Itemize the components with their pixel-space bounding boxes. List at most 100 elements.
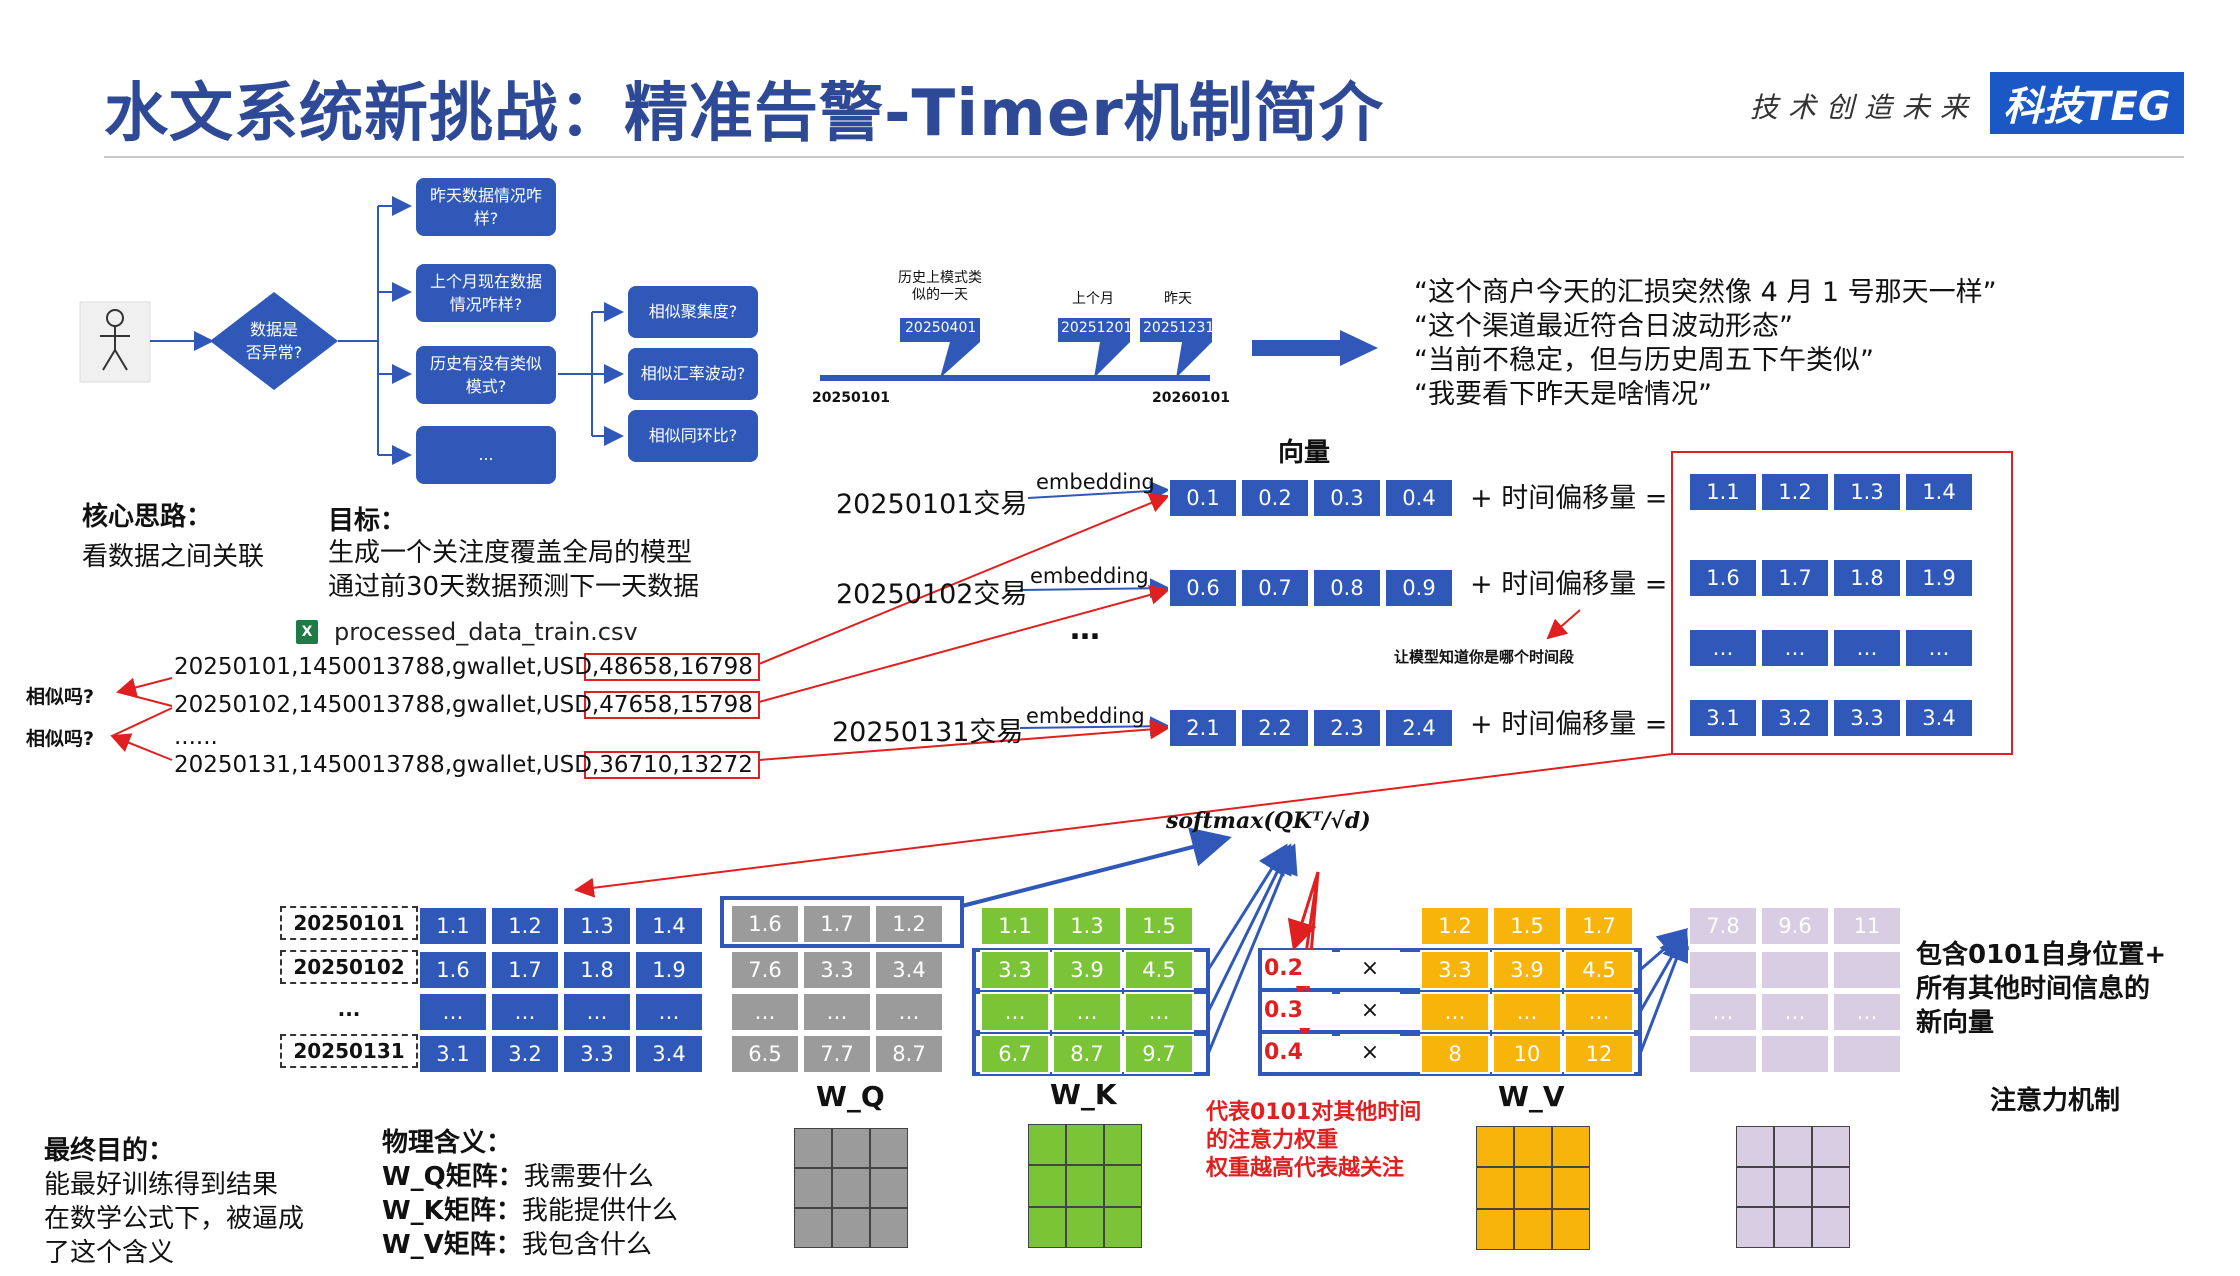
input-cell: 1.8 xyxy=(562,950,632,990)
times-sign: × xyxy=(1340,992,1400,1028)
v-cell: 4.5 xyxy=(1564,950,1634,990)
input-cell: … xyxy=(562,992,632,1032)
vector-cell: 0.2 xyxy=(1240,478,1310,518)
wv-matrix-icon xyxy=(1476,1126,1590,1250)
csv-filename: processed_data_train.csv xyxy=(334,618,638,646)
date-label: 20250102 xyxy=(280,950,418,984)
input-cell: 1.7 xyxy=(490,950,560,990)
q-cell: 7.7 xyxy=(802,1034,872,1074)
physics-line: W_V矩阵：我包含什么 xyxy=(382,1224,652,1261)
quote-line: “这个渠道最近符合日波动形态” xyxy=(1414,311,1793,342)
timeline-end: 20260101 xyxy=(1152,390,1230,406)
v-cell: … xyxy=(1492,992,1562,1032)
csv-row-value: 36710,13272 xyxy=(599,752,753,778)
input-cell: 1.2 xyxy=(490,906,560,946)
goal-line: 通过前30天数据预测下一天数据 xyxy=(328,572,700,602)
final-line: 在数学公式下，被逼成 xyxy=(44,1204,305,1234)
goal-heading: 目标： xyxy=(328,506,407,536)
vector-cell: 2.4 xyxy=(1384,708,1454,748)
similar-label: 相似吗? xyxy=(26,728,95,750)
csv-row-prefix: ...... xyxy=(174,724,218,750)
output-cell xyxy=(1688,950,1758,990)
transaction-label: 20250101交易 xyxy=(836,489,1028,520)
physics-key: W_Q矩阵： xyxy=(382,1162,524,1192)
v-cell: … xyxy=(1564,992,1634,1032)
timeline-start: 20250101 xyxy=(812,390,890,406)
q-cell: 3.3 xyxy=(802,950,872,990)
quote-line: “这个商户今天的汇损突然像 4 月 1 号那天一样” xyxy=(1414,277,1997,308)
q-cell: 1.2 xyxy=(874,904,944,944)
offset-vector-cell: 1.9 xyxy=(1904,558,1974,598)
times-sign: × xyxy=(1340,950,1400,986)
embedding-label: embedding xyxy=(1026,704,1145,728)
vector-cell: 0.4 xyxy=(1384,478,1454,518)
timeline-callout-label: 历史上模式类似的一天 xyxy=(898,270,982,303)
vector-cell: 0.1 xyxy=(1168,478,1238,518)
v-cell: 3.9 xyxy=(1492,950,1562,990)
csv-row: 20250101,1450013788,gwallet,USD,48658,16… xyxy=(174,654,753,680)
vector-cell: 0.8 xyxy=(1312,568,1382,608)
k-cell: 3.3 xyxy=(980,950,1050,990)
output-cell: 11 xyxy=(1832,906,1902,946)
embedding-label: embedding xyxy=(1030,564,1149,588)
physics-heading: 物理含义： xyxy=(382,1128,513,1158)
date-label: 20250131 xyxy=(280,1034,418,1068)
offset-vector-cell: 1.8 xyxy=(1832,558,1902,598)
input-cell: 3.1 xyxy=(418,1034,488,1074)
input-cell: 3.3 xyxy=(562,1034,632,1074)
q-cell: 3.4 xyxy=(874,950,944,990)
branch-history: 历史有没有类似模式? xyxy=(416,346,556,404)
input-cell: 1.4 xyxy=(634,906,704,946)
wk-label: W_K xyxy=(1050,1078,1117,1111)
header-divider xyxy=(104,156,2184,158)
csv-row: 20250102,1450013788,gwallet,USD,47658,15… xyxy=(174,692,753,718)
v-cell: … xyxy=(1420,992,1490,1032)
brand-badge: 科技TEG xyxy=(1990,72,2184,134)
timeline-callout-label: 昨天 xyxy=(1164,291,1192,307)
input-cell: 3.2 xyxy=(490,1034,560,1074)
attention-weight: 0.4 xyxy=(1262,1034,1332,1070)
vector-cell: 0.9 xyxy=(1384,568,1454,608)
q-cell: … xyxy=(730,992,800,1032)
k-cell: 8.7 xyxy=(1052,1034,1122,1074)
output-cell: 9.6 xyxy=(1760,906,1830,946)
offset-vector-cell: 1.3 xyxy=(1832,472,1902,512)
offset-vector-cell: 3.3 xyxy=(1832,698,1902,738)
sub-fx: 相似汇率波动? xyxy=(628,348,758,400)
slogan: 技术创造未来 xyxy=(1749,91,1978,124)
physics-value: 我需要什么 xyxy=(523,1162,654,1192)
offset-vector-cell: 3.2 xyxy=(1760,698,1830,738)
callout-20250401 xyxy=(900,318,980,378)
date-label: ... xyxy=(280,992,418,1026)
offset-vector-cell: … xyxy=(1832,628,1902,668)
v-cell: 12 xyxy=(1564,1034,1634,1074)
output-cell xyxy=(1832,1034,1902,1074)
big-arrow-icon xyxy=(1252,330,1378,366)
timeline-callout-value: 20250401 xyxy=(905,320,977,336)
offset-vector-cell: 1.1 xyxy=(1688,472,1758,512)
vector-cell: 0.6 xyxy=(1168,568,1238,608)
q-cell: 6.5 xyxy=(730,1034,800,1074)
k-cell: … xyxy=(1124,992,1194,1032)
v-cell: 1.5 xyxy=(1492,906,1562,946)
core-text: 看数据之间关联 xyxy=(82,542,265,572)
input-cell: 1.6 xyxy=(418,950,488,990)
quote-line: “我要看下昨天是啥情况” xyxy=(1414,379,1712,410)
vector-cell: 0.3 xyxy=(1312,478,1382,518)
physics-line: W_Q矩阵：我需要什么 xyxy=(382,1156,654,1193)
weight-note: 代表0101对其他时间 xyxy=(1206,1100,1422,1125)
offset-vector-cell: 1.2 xyxy=(1760,472,1830,512)
output-cell xyxy=(1832,950,1902,990)
timeline-callout-value: 20251201 xyxy=(1061,320,1133,336)
csv-row-prefix: 20250101,1450013788,gwallet,USD, xyxy=(174,654,600,680)
k-cell: 1.5 xyxy=(1124,906,1194,946)
wv-label: W_V xyxy=(1498,1080,1565,1113)
vector-cell: 2.1 xyxy=(1168,708,1238,748)
branch-more: ... xyxy=(416,426,556,484)
k-cell: 9.7 xyxy=(1124,1034,1194,1074)
weight-note: 权重越高代表越关注 xyxy=(1206,1156,1405,1181)
output-cell: … xyxy=(1688,992,1758,1032)
wq-label: W_Q xyxy=(816,1080,885,1113)
excel-file-icon: X xyxy=(296,620,318,644)
